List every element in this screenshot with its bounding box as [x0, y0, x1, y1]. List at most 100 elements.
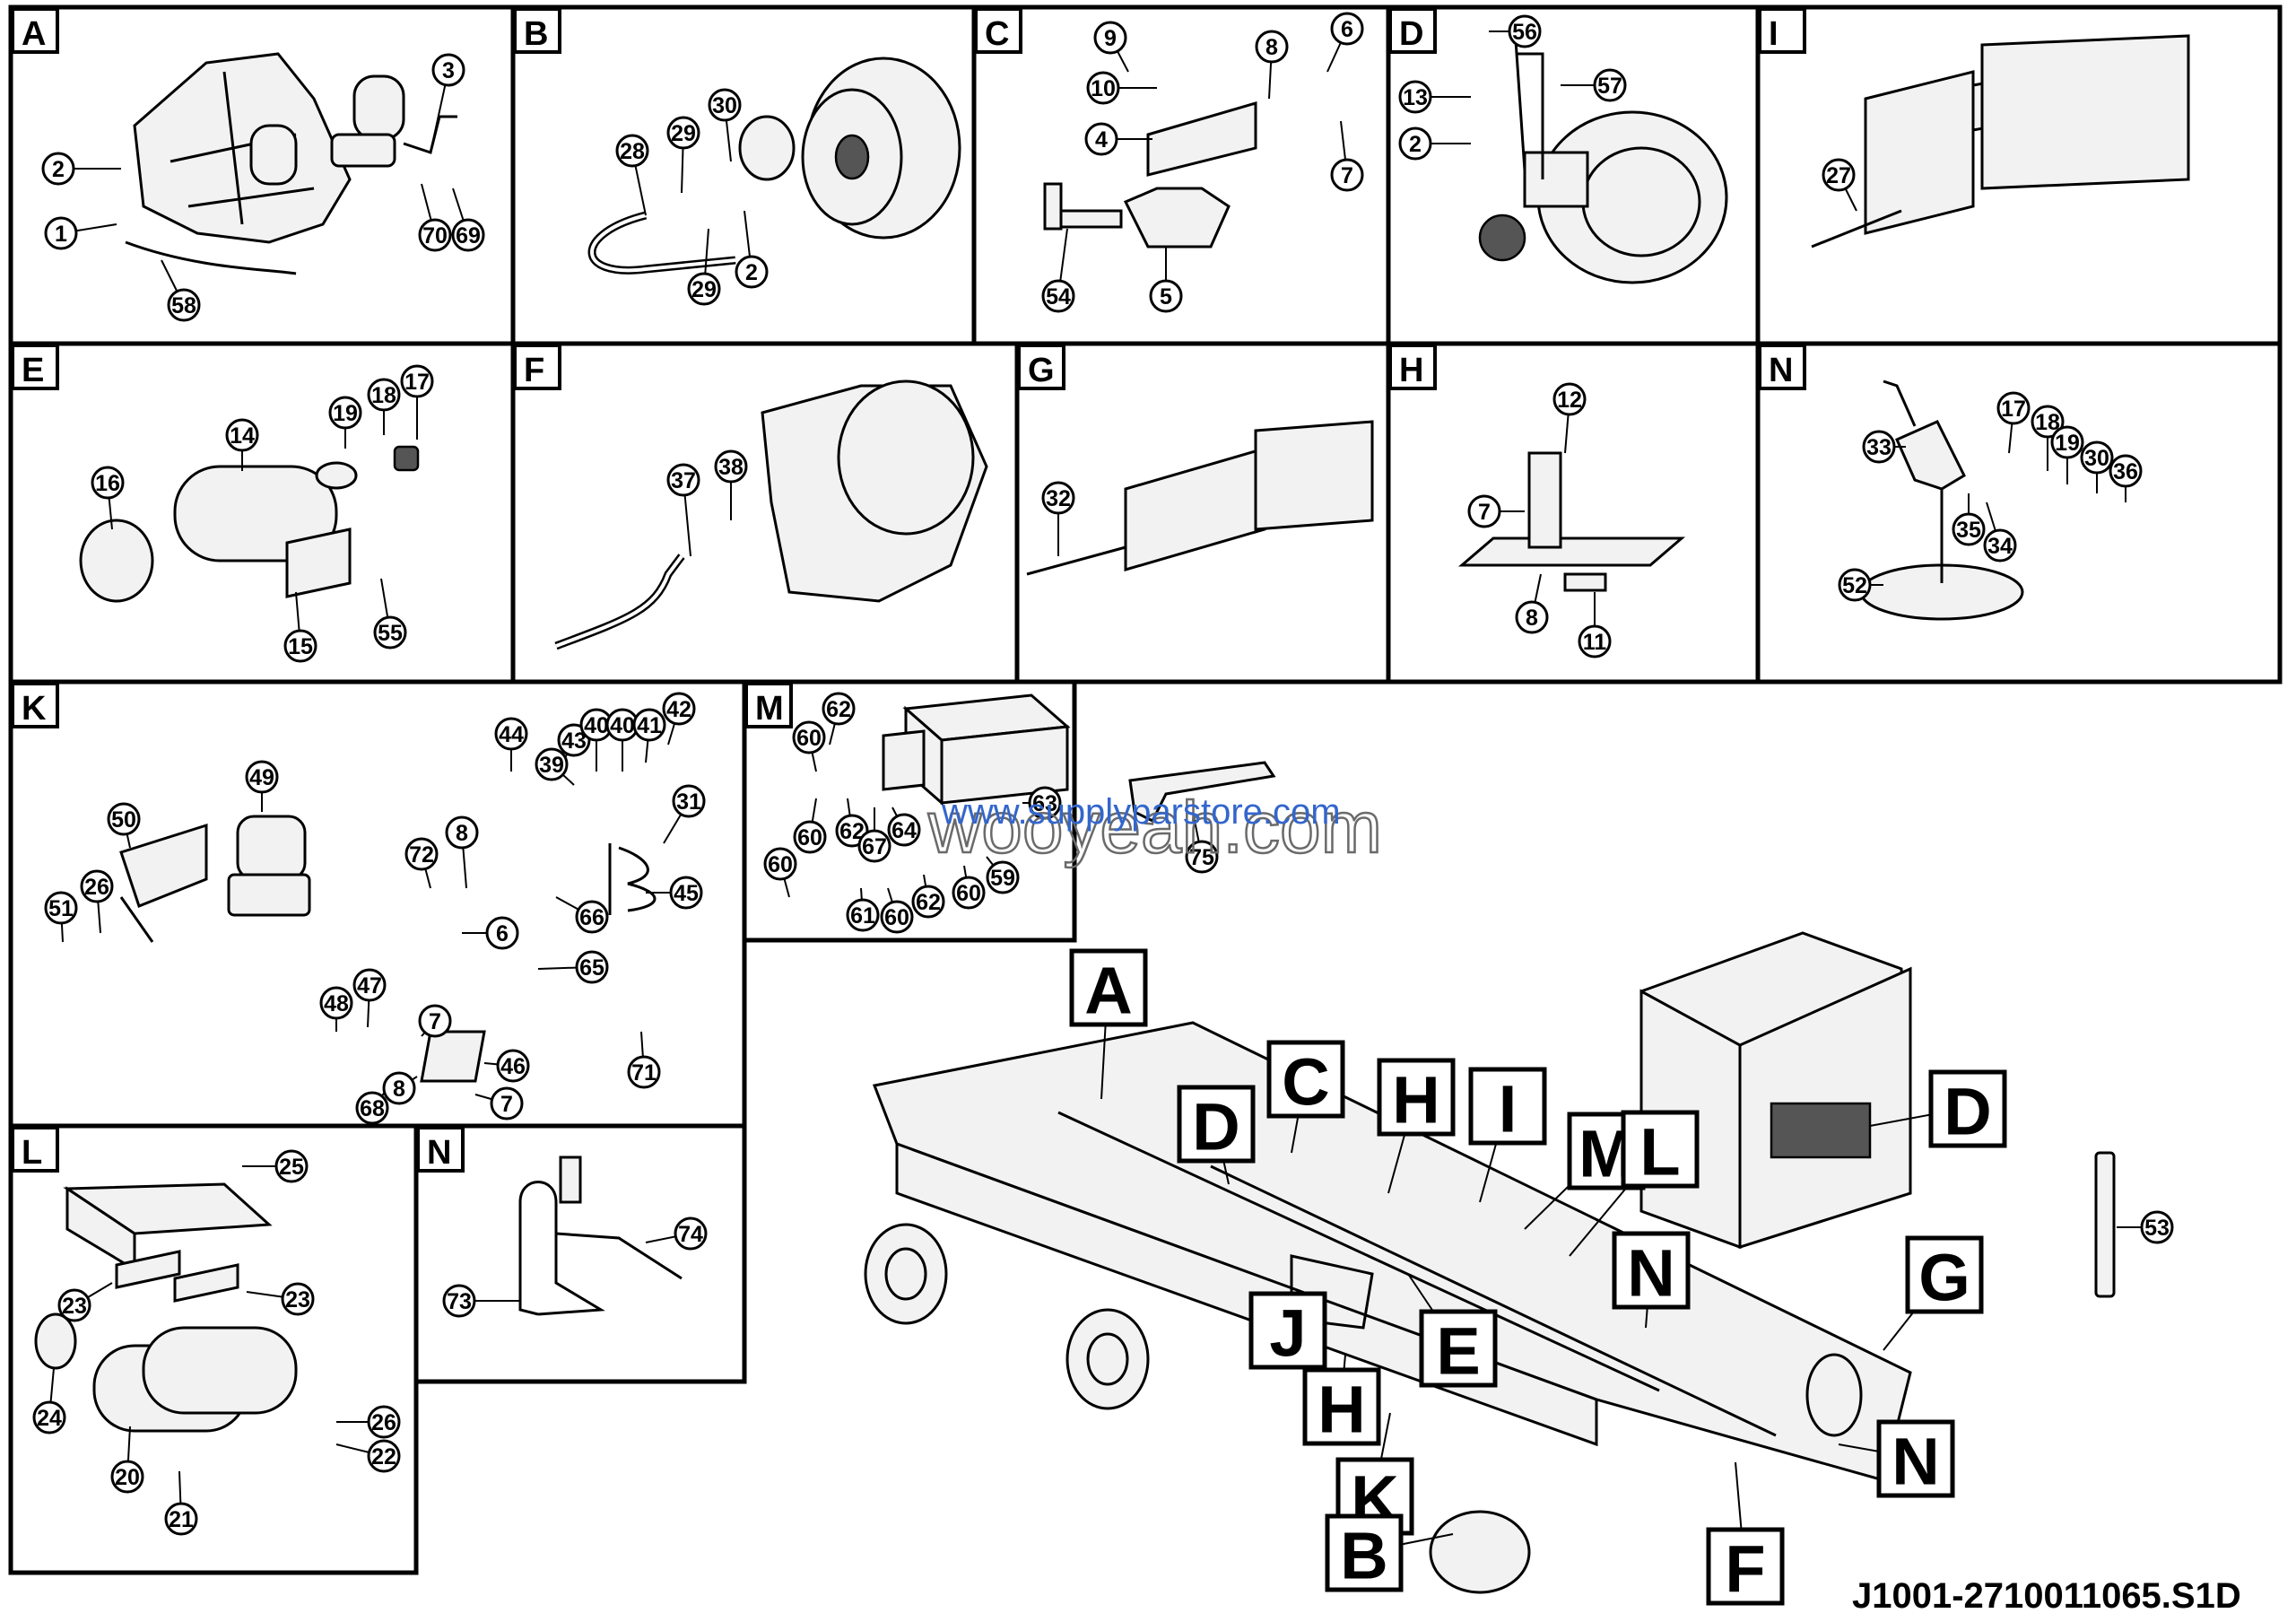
callout-45: 45	[646, 876, 703, 910]
callout-35: 35	[1952, 493, 1986, 546]
callout-30: 30	[2080, 440, 2114, 493]
callout-16: 16	[91, 466, 125, 530]
callout-46: 46	[483, 1049, 530, 1083]
callout-number: 75	[1189, 845, 1214, 870]
callout-number: 13	[1403, 85, 1428, 110]
callout-number: 7	[1478, 500, 1491, 525]
callout-64: 64	[887, 807, 921, 847]
overview-letter: A	[1084, 954, 1132, 1028]
overview-label-h: H	[1302, 1354, 1381, 1447]
callout-14: 14	[225, 418, 259, 471]
overview-letter: C	[1282, 1045, 1329, 1120]
callout-number: 73	[447, 1289, 472, 1314]
callout-51: 51	[44, 891, 78, 943]
overview-letter: F	[1725, 1532, 1765, 1607]
callout-number: 31	[676, 789, 701, 815]
callout-13: 13	[1398, 80, 1471, 114]
callout-33: 33	[1862, 430, 1906, 464]
callout-30: 30	[708, 88, 742, 162]
panel-m-frame	[742, 679, 1077, 943]
callout-number: 7	[500, 1092, 513, 1117]
callout-74: 74	[645, 1216, 708, 1251]
callout-number: 62	[916, 890, 941, 915]
callout-number: 50	[111, 807, 136, 833]
panel-n2-frame	[413, 1123, 747, 1384]
callout-42: 42	[662, 692, 696, 746]
panel-i-frame-sketch	[1811, 34, 2190, 249]
section-tag-i: I	[1758, 7, 1806, 54]
callout-7: 7	[418, 1004, 452, 1038]
callout-1: 1	[44, 216, 117, 250]
overview-letter: D	[1944, 1075, 1991, 1149]
callout-65: 65	[537, 950, 609, 984]
callout-number: 9	[1104, 26, 1117, 51]
callout-number: 6	[496, 921, 509, 946]
watermark-sub: www.supplyparstore.com	[941, 792, 1341, 832]
section-letter: M	[755, 690, 784, 728]
callout-number: 33	[1866, 435, 1892, 460]
callout-47: 47	[352, 968, 387, 1028]
callout-number: 67	[862, 834, 887, 859]
callout-number: 26	[371, 1410, 396, 1435]
callout-number: 54	[1046, 284, 1071, 310]
callout-number: 66	[579, 905, 604, 930]
callout-number: 2	[52, 157, 65, 182]
callout-number: 20	[115, 1465, 140, 1490]
callout-26: 26	[80, 869, 114, 934]
callout-number: 69	[456, 223, 481, 249]
watermark-main: wooyeah.com	[927, 787, 1382, 868]
callout-49: 49	[245, 760, 279, 812]
callout-53: 53	[2117, 1210, 2174, 1244]
callout-number: 7	[1341, 163, 1353, 188]
overview-label-n: N	[1838, 1419, 1955, 1499]
overview-letter: N	[1892, 1425, 1939, 1499]
callout-number: 8	[1526, 606, 1538, 631]
panel-c-valve-sketch	[1043, 101, 1257, 249]
callout-number: 39	[539, 753, 564, 778]
section-tag-l: L	[11, 1126, 59, 1173]
section-tag-m: M	[744, 682, 793, 728]
callout-number: 60	[796, 726, 822, 751]
callout-8: 8	[1255, 30, 1289, 100]
overview-label-d: D	[1869, 1069, 2007, 1149]
callout-7: 7	[474, 1086, 524, 1121]
panel-k-airdryer-sketch	[119, 815, 657, 1083]
callout-62: 62	[911, 874, 945, 919]
callout-44: 44	[494, 717, 528, 772]
callout-number: 35	[1956, 518, 1981, 543]
callout-number: 64	[891, 818, 917, 843]
callout-number: 57	[1597, 74, 1622, 99]
callout-48: 48	[319, 986, 353, 1032]
callout-number: 60	[956, 881, 981, 906]
callout-number: 29	[671, 121, 696, 146]
callout-4: 4	[1084, 122, 1152, 156]
overview-label-h: H	[1377, 1058, 1456, 1194]
panel-b-hub-sketch	[587, 57, 961, 275]
section-tag-h: H	[1388, 344, 1437, 390]
callout-40: 40	[605, 708, 639, 772]
callout-number: 72	[409, 842, 434, 868]
section-tag-e: E	[11, 344, 59, 390]
callout-17: 17	[1996, 391, 2031, 454]
section-tag-k: K	[11, 682, 59, 728]
callout-number: 60	[768, 852, 793, 877]
callout-number: 70	[422, 223, 448, 249]
callout-number: 44	[499, 722, 524, 747]
callout-number: 1	[55, 222, 67, 247]
callout-7: 7	[1467, 494, 1525, 528]
section-letter: G	[1028, 352, 1055, 389]
callout-number: 14	[230, 423, 255, 449]
callout-73: 73	[442, 1284, 520, 1318]
callout-number: 16	[95, 471, 120, 496]
callout-number: 27	[1826, 163, 1851, 188]
callout-60: 60	[793, 798, 827, 854]
callout-number: 48	[324, 991, 349, 1016]
callout-26: 26	[336, 1405, 401, 1439]
callout-34: 34	[1983, 501, 2017, 562]
callout-2: 2	[735, 210, 769, 289]
overview-letter: B	[1340, 1519, 1387, 1593]
callout-20: 20	[110, 1426, 144, 1494]
section-letter: N	[1769, 352, 1793, 389]
callout-70: 70	[418, 183, 452, 252]
callout-number: 51	[48, 896, 74, 921]
